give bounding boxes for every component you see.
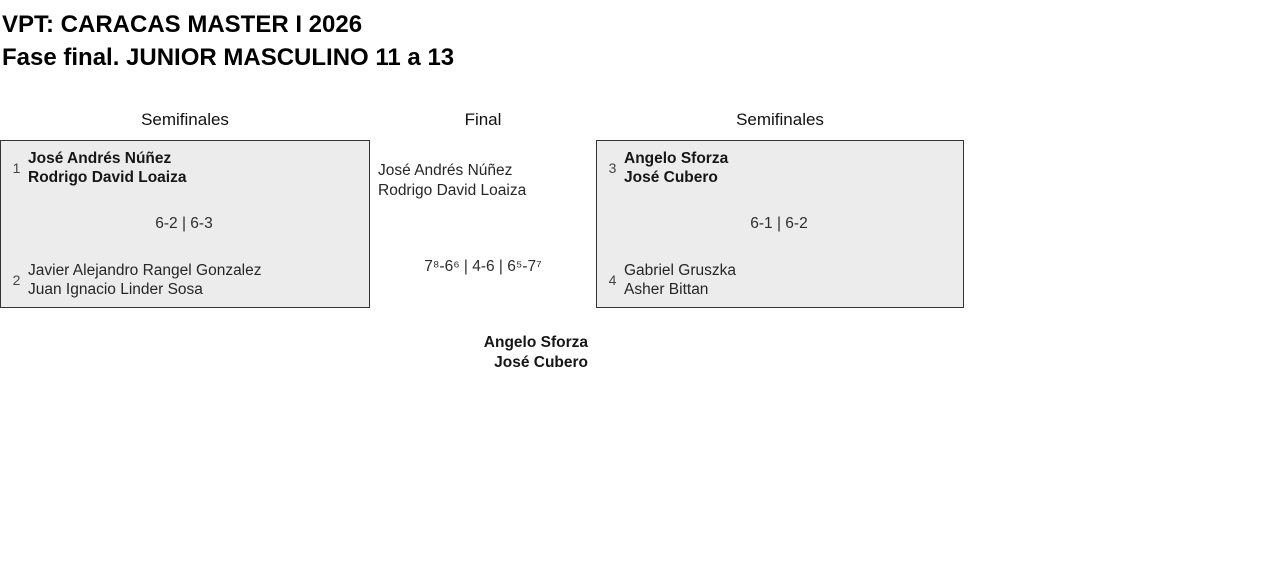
page-header: VPT: CARACAS MASTER I 2026 Fase final. J… xyxy=(2,8,454,74)
final-column: Final José Andrés Núñez Rodrigo David Lo… xyxy=(378,110,588,380)
player-name: Gabriel Gruszka xyxy=(624,262,736,279)
final-match-score: 7⁸-6⁶ | 4-6 | 6⁵-7⁷ xyxy=(424,258,542,275)
team-players: Angelo Sforza José Cubero xyxy=(624,149,728,187)
team-row-seed-2: 2 Javier Alejandro Rangel Gonzalez Juan … xyxy=(9,261,359,299)
team-players: Gabriel Gruszka Asher Bittan xyxy=(624,261,736,299)
player-name: Rodrigo David Loaiza xyxy=(28,169,187,186)
player-name: Javier Alejandro Rangel Gonzalez xyxy=(28,262,262,279)
round-header-semifinales-right: Semifinales xyxy=(736,110,824,129)
semifinal-right-column: Semifinales 3 Angelo Sforza José Cubero … xyxy=(596,110,964,308)
round-header-semifinales-left: Semifinales xyxy=(141,110,229,129)
match-box-semifinal-2: 3 Angelo Sforza José Cubero 6-1 | 6-2 4 … xyxy=(596,140,964,308)
round-header-final: Final xyxy=(464,110,502,129)
finalist-players: José Andrés Núñez Rodrigo David Loaiza xyxy=(378,161,526,200)
match-score: 6-1 | 6-2 xyxy=(750,215,808,232)
player-name: Angelo Sforza xyxy=(483,334,588,351)
seed-number: 2 xyxy=(12,272,21,288)
player-name: José Cubero xyxy=(624,169,718,186)
player-name: José Andrés Núñez xyxy=(28,150,172,167)
tournament-title: VPT: CARACAS MASTER I 2026 xyxy=(2,11,363,38)
seed-number: 4 xyxy=(608,272,617,288)
team-row-seed-1: 1 José Andrés Núñez Rodrigo David Loaiza xyxy=(9,149,359,187)
champion-players: Angelo Sforza José Cubero xyxy=(484,333,588,372)
seed-number: 1 xyxy=(12,160,21,176)
team-row-seed-3: 3 Angelo Sforza José Cubero xyxy=(605,149,953,187)
phase-subtitle: Fase final. JUNIOR MASCULINO 11 a 13 xyxy=(2,44,455,71)
team-row-seed-4: 4 Gabriel Gruszka Asher Bittan xyxy=(605,261,953,299)
player-name: Juan Ignacio Linder Sosa xyxy=(28,281,203,298)
team-players: Javier Alejandro Rangel Gonzalez Juan Ig… xyxy=(28,261,262,299)
player-name: José Andrés Núñez xyxy=(378,162,513,179)
player-name: Rodrigo David Loaiza xyxy=(378,181,527,199)
player-name: José Cubero xyxy=(494,353,588,371)
semifinal-left-column: Semifinales 1 José Andrés Núñez Rodrigo … xyxy=(0,110,370,308)
seed-number: 3 xyxy=(608,160,617,176)
player-name: Asher Bittan xyxy=(624,281,709,298)
player-name: Angelo Sforza xyxy=(624,150,729,167)
match-score: 6-2 | 6-3 xyxy=(155,215,213,232)
team-players: José Andrés Núñez Rodrigo David Loaiza xyxy=(28,149,186,187)
match-box-semifinal-1: 1 José Andrés Núñez Rodrigo David Loaiza… xyxy=(0,140,370,308)
